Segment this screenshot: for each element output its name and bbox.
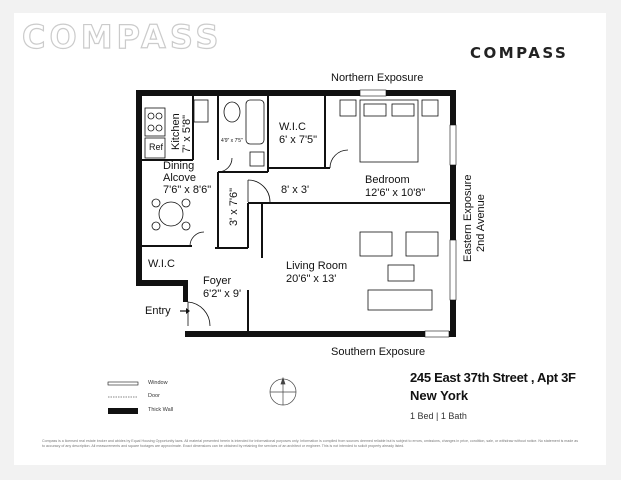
bedroom-dimensions: 12'6" x 10'8" <box>365 187 426 199</box>
foyer-label: Foyer <box>203 275 232 287</box>
floorplan-sheet <box>14 13 606 465</box>
thick-walls <box>136 90 456 337</box>
legend <box>107 381 139 414</box>
closet-dimensions: 3' x 7'6" <box>228 187 240 226</box>
legend-window-swatch <box>107 381 139 386</box>
coffee-table-icon <box>387 264 415 282</box>
legend-thick-wall-label: Thick Wall <box>148 407 174 413</box>
windows <box>359 89 457 338</box>
refrigerator-icon <box>144 137 166 159</box>
kitchen-sink-icon <box>193 99 209 123</box>
nightstand-icon <box>421 99 439 117</box>
bath-sink-icon <box>249 151 265 167</box>
sofa-icon <box>367 289 433 311</box>
dining-alcove-label-line2: Alcove <box>163 172 197 184</box>
armchair-icon <box>359 231 393 257</box>
living-room-label: Living Room <box>286 260 348 272</box>
north-exposure-label: Northern Exposure <box>331 72 424 84</box>
east-exposure-street-label: 2nd Avenue <box>475 194 487 252</box>
compass-watermark-logo: COMPASS <box>21 17 223 56</box>
dining-alcove-dimensions: 7'6" x 8'6" <box>163 184 212 196</box>
bathtub-icon <box>245 99 265 145</box>
bedroom-label: Bedroom <box>365 174 410 186</box>
legend-door-label: Door <box>148 393 160 399</box>
compass-rose-icon <box>269 376 297 406</box>
listing-city: New York <box>410 388 469 403</box>
wic-bedroom-dimensions: 6' x 7'5" <box>279 134 318 146</box>
legal-disclaimer: Compass is a licensed real estate broker… <box>42 439 579 448</box>
entry-label: Entry <box>145 305 171 317</box>
bedroom-furniture <box>339 99 439 163</box>
east-exposure-label: Eastern Exposure <box>462 174 474 262</box>
dining-alcove-label: Dining <box>163 160 195 172</box>
entry-arrow-icon <box>180 308 190 314</box>
compass-brand-logo: COMPASS <box>470 44 569 62</box>
listing-bed-bath: 1 Bed | 1 Bath <box>410 411 467 421</box>
toilet-icon <box>223 101 241 123</box>
armchair-icon <box>405 231 439 257</box>
door-swings <box>187 149 349 327</box>
kitchen-fixtures <box>144 99 209 159</box>
nightstand-icon <box>339 99 357 117</box>
south-exposure-label: Southern Exposure <box>331 346 426 358</box>
living-room-dimensions: 20'6" x 13' <box>286 273 337 285</box>
bath-fixtures <box>223 99 265 167</box>
bath-dimensions: 4'9" x 7'5" <box>221 138 243 144</box>
wic-bedroom-label: W.I.C <box>279 121 306 133</box>
legend-thick-wall-swatch <box>108 408 138 414</box>
listing-address: 245 East 37th Street , Apt 3F <box>410 370 576 385</box>
legend-window-label: Window <box>148 380 168 386</box>
dining-table-icon <box>151 198 191 231</box>
interior-walls <box>142 96 450 331</box>
hall-dimensions: 8' x 3' <box>281 184 310 196</box>
living-room-furniture <box>359 231 439 311</box>
stove-icon <box>144 107 166 137</box>
kitchen-dimensions: 7' x 5'8" <box>181 114 193 153</box>
ref-label: Ref <box>149 142 164 152</box>
foyer-dimensions: 6'2" x 9' <box>203 288 242 300</box>
wic-foyer-label: W.I.C <box>148 258 175 270</box>
